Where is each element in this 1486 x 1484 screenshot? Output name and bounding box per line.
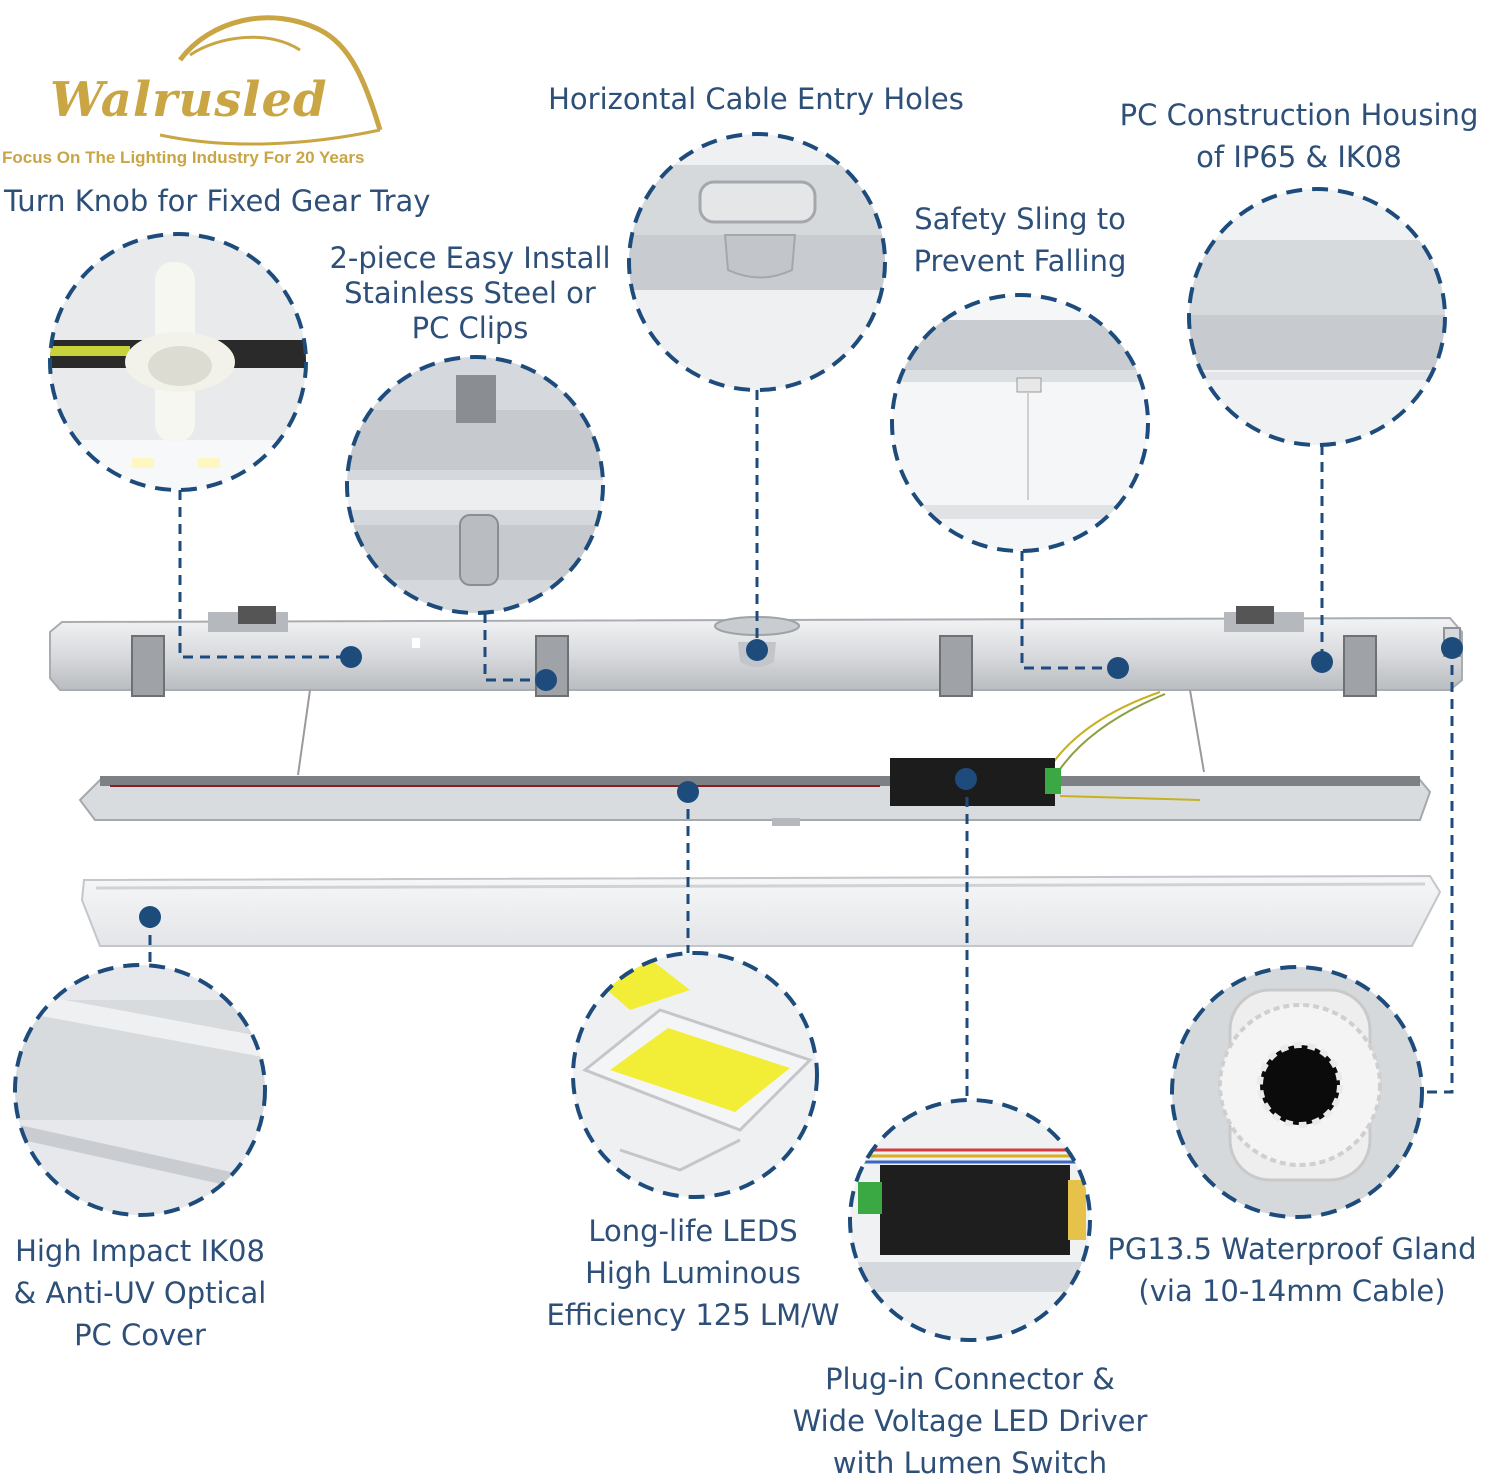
housing-label: PC Construction Housing of IP65 & IK08: [1119, 98, 1479, 174]
leds-label: Long-life LEDS High Luminous Efficiency …: [546, 1214, 840, 1332]
brand-name: Walrusled: [50, 72, 328, 128]
brand-logo-swoosh: [159, 15, 383, 146]
cover-detail-circle: [15, 965, 265, 1215]
gland-label: PG13.5 Waterproof Gland (via 10-14mm Cab…: [1107, 1232, 1477, 1308]
cable-entry-detail-circle: [629, 134, 885, 390]
knob-label: Turn Knob for Fixed Gear Tray: [4, 184, 431, 218]
driver-label: Plug-in Connector & Wide Voltage LED Dri…: [792, 1362, 1148, 1480]
cover-label: High Impact IK08 & Anti-UV Optical PC Co…: [13, 1234, 267, 1352]
gland-detail-circle: [1172, 967, 1422, 1217]
cable-label: Horizontal Cable Entry Holes: [548, 82, 964, 116]
gear-tray: [78, 758, 1432, 826]
brand-tagline: Focus On The Lighting Industry For 20 Ye…: [2, 148, 365, 167]
leds-detail-circle: [573, 953, 817, 1197]
sling-detail-circle: [892, 295, 1148, 551]
housing-detail-circle: [1189, 189, 1445, 445]
pc-cover: [80, 874, 1442, 947]
knob-detail-circle: [50, 234, 306, 490]
clips-label: 2-piece Easy Install Stainless Steel or …: [329, 241, 611, 345]
driver-detail-circle: [850, 1100, 1090, 1340]
clips-detail-circle: [347, 357, 603, 613]
sling-label: Safety Sling to Prevent Falling: [913, 202, 1127, 278]
